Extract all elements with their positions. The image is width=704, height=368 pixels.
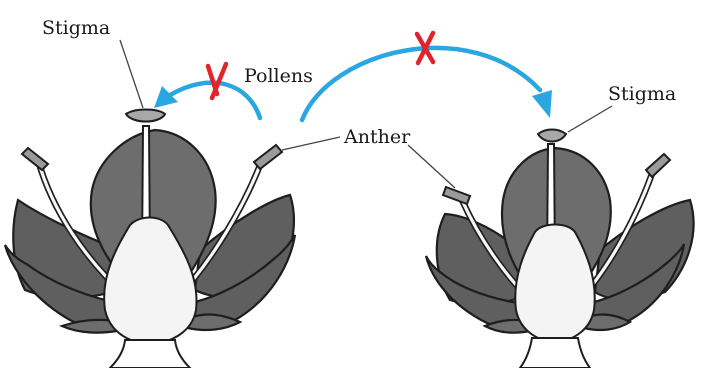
anther-leader-left bbox=[282, 137, 340, 150]
pollens-label: Pollens bbox=[244, 65, 313, 87]
left-flower-stem bbox=[110, 340, 190, 368]
right-flower-stem bbox=[520, 338, 590, 368]
right-flower-stigma-head bbox=[538, 130, 566, 142]
cross-pollination-arrow bbox=[302, 48, 552, 120]
left-flower-stigma-head bbox=[126, 110, 165, 122]
stigma-left-leader bbox=[120, 40, 143, 108]
left-flower-anther-right bbox=[254, 145, 282, 169]
right-flower-anther-right bbox=[646, 154, 670, 177]
stigma-label-left: Stigma bbox=[42, 17, 110, 39]
stigma-label-right: Stigma bbox=[608, 83, 676, 105]
left-flower-anther-left bbox=[22, 148, 48, 170]
self-pollination-cross-icon bbox=[208, 64, 226, 98]
self-pollination-arrow bbox=[154, 83, 260, 118]
self-pollination-arrow-head bbox=[154, 86, 178, 108]
right-flower bbox=[426, 130, 694, 368]
left-flower bbox=[5, 110, 295, 368]
stigma-right-leader bbox=[568, 106, 612, 132]
anther-label: Anther bbox=[343, 126, 411, 148]
right-flower-anther-left bbox=[443, 187, 470, 204]
cross-pollination-arrow-head bbox=[532, 90, 552, 118]
anther-leader-right bbox=[408, 145, 455, 188]
